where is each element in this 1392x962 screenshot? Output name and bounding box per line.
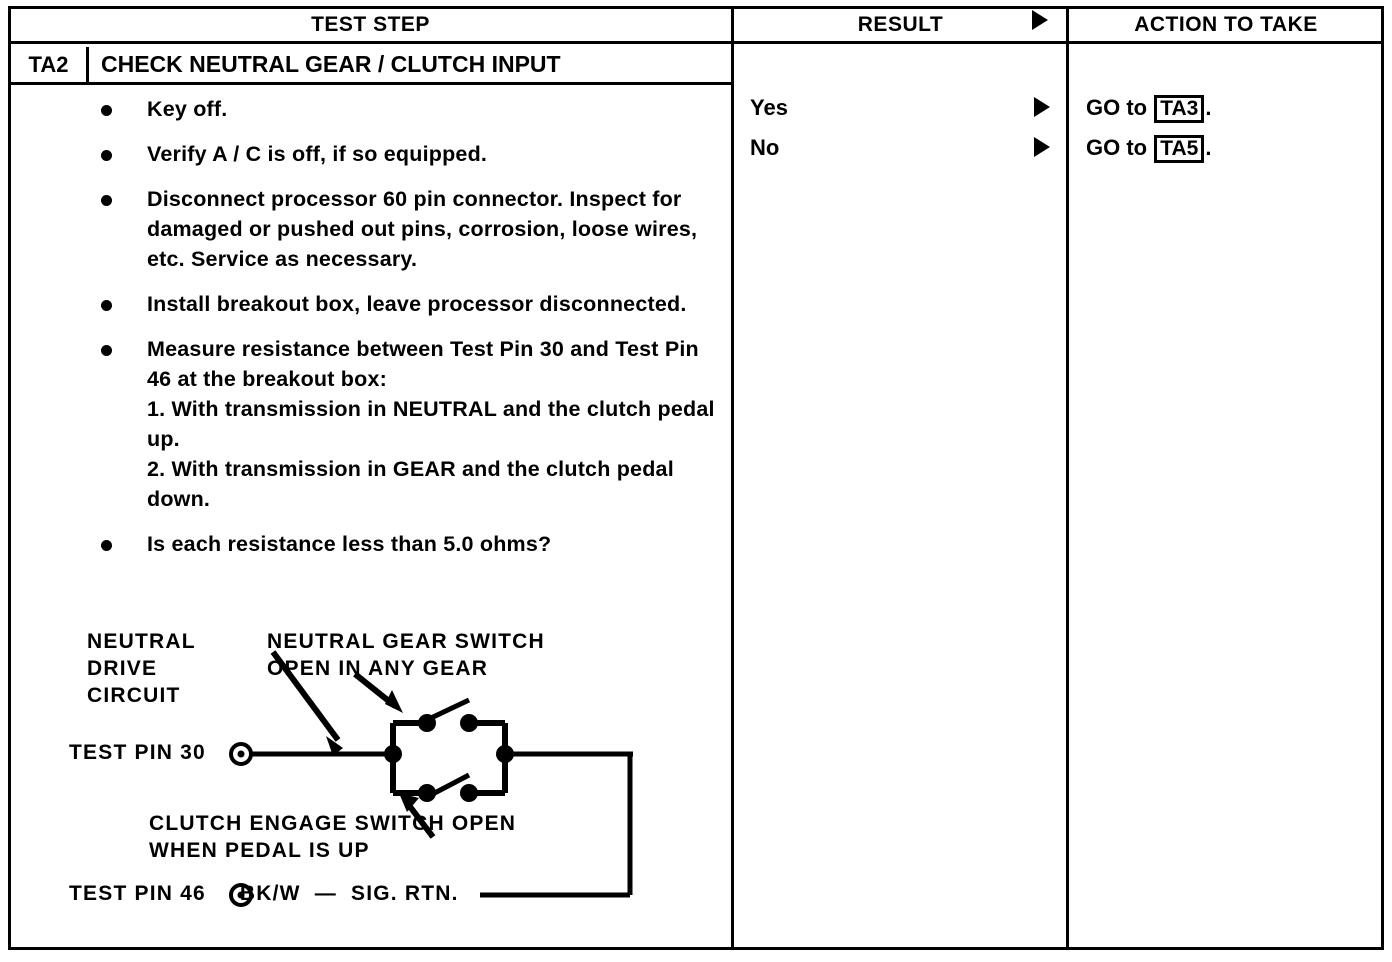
result-value-yes: Yes <box>750 95 788 120</box>
arrow-right-icon-row-no <box>1034 137 1050 157</box>
bullet-text: Install breakout box, leave processor di… <box>147 292 687 316</box>
schematic-label-test-pin-46: TEST PIN 46 BK/W — SIG. RTN. <box>69 880 459 907</box>
callout-arrow-clutch-engage-switch <box>399 793 436 839</box>
junction-dots <box>384 714 514 802</box>
step-title-cell: CHECK NEUTRAL GEAR / CLUTCH INPUT <box>89 47 731 85</box>
test-pin-46-text: TEST PIN 46 <box>69 882 206 905</box>
list-item: Verify A / C is off, if so equipped. <box>95 139 720 169</box>
step-id-cell: TA2 <box>11 47 89 85</box>
step-reference-link[interactable]: TA5 <box>1154 135 1205 163</box>
list-item: Disconnect processor 60 pin connector. I… <box>95 184 720 274</box>
column-header-test-step: TEST STEP <box>311 13 430 36</box>
neutral-gear-switch-blade <box>429 697 471 721</box>
column-divider-result-action <box>1066 6 1069 950</box>
action-prefix: GO to <box>1086 135 1154 160</box>
table-outer-border <box>8 6 1384 950</box>
bullet-text: Verify A / C is off, if so equipped. <box>147 142 488 166</box>
bullet-text: Is each resistance less than 5.0 ohms? <box>147 532 552 556</box>
action-row-no: GO to TA5. <box>1086 133 1211 163</box>
switch-box-conductors <box>390 720 508 796</box>
bullet-text: Disconnect processor 60 pin connector. I… <box>147 187 698 271</box>
wiring-schematic-diagram: NEUTRAL DRIVE CIRCUIT NEUTRAL GEAR SWITC… <box>55 612 715 932</box>
wire-code-text: BK/W — SIG. RTN. <box>239 882 459 905</box>
bullet-text: Key off. <box>147 97 228 121</box>
arrow-right-icon-header <box>1032 10 1048 30</box>
clutch-engage-switch-blade <box>425 772 471 800</box>
column-header-action-to-take: ACTION TO TAKE <box>1134 13 1318 36</box>
result-value-no: No <box>750 135 780 160</box>
schematic-label-clutch-engage-switch: CLUTCH ENGAGE SWITCH OPEN WHEN PEDAL IS … <box>149 812 517 862</box>
action-row-yes: GO to TA3. <box>1086 93 1211 123</box>
action-prefix: GO to <box>1086 95 1154 120</box>
bullet-subitem-1: 1. With transmission in NEUTRAL and the … <box>147 397 715 451</box>
action-suffix: . <box>1205 95 1212 120</box>
schematic-lines <box>229 650 633 907</box>
signal-return-wire <box>480 751 633 898</box>
schematic-label-neutral-drive-circuit: NEUTRAL DRIVE CIRCUIT <box>87 630 196 707</box>
bullet-subitem-2: 2. With transmission in GEAR and the clu… <box>147 457 674 511</box>
bullet-text: Measure resistance between Test Pin 30 a… <box>147 337 699 391</box>
list-item-question: Is each resistance less than 5.0 ohms? <box>95 529 720 559</box>
pin-symbol-46 <box>229 883 253 907</box>
callout-arrow-neutral-gear-switch <box>353 671 403 713</box>
action-suffix: . <box>1205 135 1212 160</box>
table-header-row: TEST STEP RESULT ACTION TO TAKE <box>8 6 1384 44</box>
column-divider-test-step-result <box>731 6 734 950</box>
callout-arrow-neutral-drive <box>270 650 343 756</box>
arrow-right-icon-row-yes <box>1034 97 1050 117</box>
step-reference-link[interactable]: TA3 <box>1154 95 1205 123</box>
test-step-instruction-list: Key off. Verify A / C is off, if so equi… <box>95 94 720 574</box>
list-item: Install breakout box, leave processor di… <box>95 289 720 319</box>
pin-symbol-30 <box>229 742 253 766</box>
list-item: Key off. <box>95 94 720 124</box>
column-header-result: RESULT <box>857 13 944 36</box>
list-item: Measure resistance between Test Pin 30 a… <box>95 334 720 514</box>
schematic-label-neutral-gear-switch: NEUTRAL GEAR SWITCH OPEN IN ANY GEAR <box>267 630 545 680</box>
schematic-label-test-pin-30: TEST PIN 30 <box>69 741 206 764</box>
